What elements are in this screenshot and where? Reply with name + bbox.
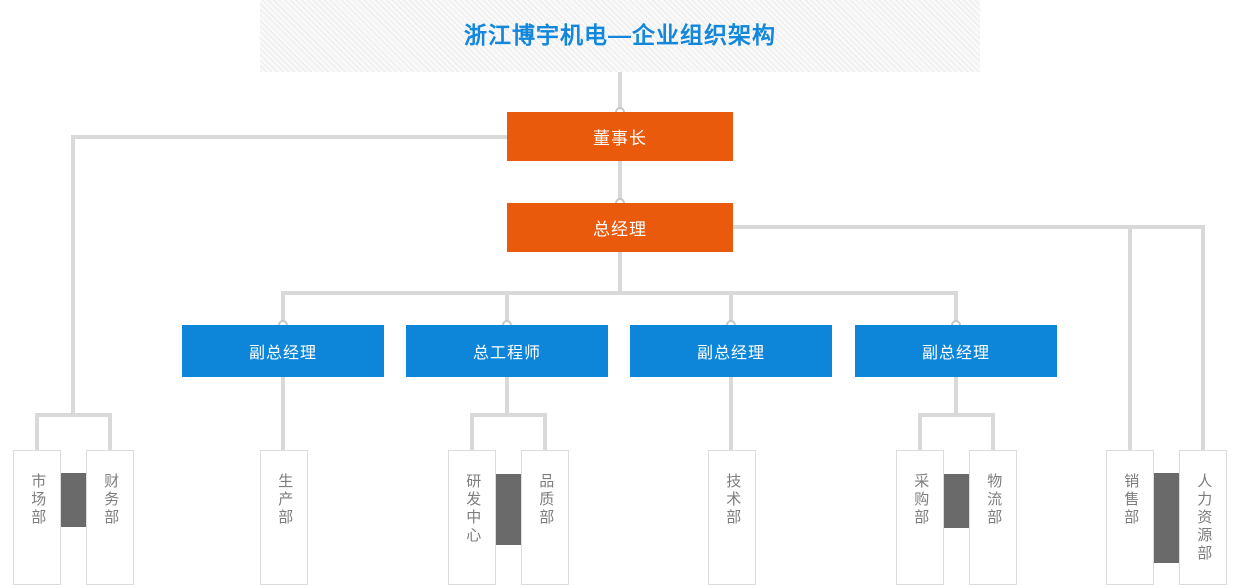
connector-deputy2-technology (729, 377, 733, 450)
node-logistics-dept: 物流部 (969, 450, 1017, 585)
node-deputy-gm-1: 副总经理 (182, 325, 384, 377)
connector-marketing-finance-tee (35, 413, 112, 417)
node-sales-dept: 销售部 (1106, 450, 1154, 585)
connector-deputy1-production (281, 377, 285, 450)
connector-sales-drop (1128, 225, 1132, 450)
node-production-dept: 生产部 (260, 450, 308, 585)
divider-rnd-quality (496, 474, 521, 545)
node-deputy-gm-3: 副总经理 (855, 325, 1057, 377)
node-rnd-center: 研发中心 (448, 450, 496, 585)
divider-marketing-finance (61, 473, 86, 527)
node-quality-dept: 品质部 (521, 450, 569, 585)
connector-rnd-stub (470, 413, 474, 450)
node-finance-dept: 财务部 (86, 450, 134, 585)
connector-quality-stub (543, 413, 547, 450)
node-technology-dept-label: 技术部 (724, 473, 742, 527)
node-quality-dept-label: 品质部 (537, 473, 555, 527)
connector-bus-chief-engineer (505, 293, 509, 325)
divider-sales-hr (1154, 473, 1179, 563)
connector-bus-deputy2 (729, 293, 733, 325)
connector-chairman-gm (618, 161, 622, 203)
connector-bus-horizontal (281, 291, 958, 295)
node-chairman: 董事长 (507, 112, 733, 161)
node-chief-engineer: 总工程师 (406, 325, 608, 377)
node-sales-dept-label: 销售部 (1122, 473, 1140, 527)
connector-purchasing-stub (918, 413, 922, 450)
connector-chairman-left-horizontal (71, 135, 507, 139)
connector-chief-engineer-drop (505, 377, 509, 417)
node-logistics-dept-label: 物流部 (985, 473, 1003, 527)
node-general-manager: 总经理 (507, 203, 733, 252)
node-finance-dept-label: 财务部 (102, 473, 120, 527)
node-deputy-gm-3-label: 副总经理 (921, 345, 990, 362)
node-deputy-gm-1-label: 副总经理 (248, 345, 317, 362)
connector-title-chairman (618, 72, 622, 112)
connector-purchasing-logistics-tee (918, 413, 995, 417)
node-purchasing-dept: 采购部 (896, 450, 944, 585)
node-rnd-center-label: 研发中心 (464, 473, 482, 545)
connector-hr-drop (1201, 225, 1205, 450)
node-deputy-gm-2-label: 副总经理 (696, 345, 765, 362)
node-marketing-dept-label: 市场部 (29, 473, 47, 527)
connector-finance-stub (108, 413, 112, 450)
node-hr-dept: 人力资源部 (1179, 450, 1227, 585)
chart-title: 浙江博宇机电—企业组织架构 (464, 22, 776, 48)
chart-title-band: 浙江博宇机电—企业组织架构 (260, 0, 980, 72)
node-general-manager-label: 总经理 (593, 220, 647, 239)
connector-bus-deputy3 (954, 293, 958, 325)
connector-deputy3-drop (954, 377, 958, 417)
node-chief-engineer-label: 总工程师 (472, 345, 541, 362)
node-marketing-dept: 市场部 (13, 450, 61, 585)
connector-marketing-stub (35, 413, 39, 450)
connector-rnd-quality-tee (470, 413, 547, 417)
node-purchasing-dept-label: 采购部 (912, 473, 930, 527)
connector-logistics-stub (991, 413, 995, 450)
node-production-dept-label: 生产部 (276, 473, 294, 527)
connector-chairman-left-drop (71, 135, 75, 417)
node-technology-dept: 技术部 (708, 450, 756, 585)
connector-gm-bus (618, 252, 622, 291)
connector-gm-right-horizontal (733, 225, 1205, 229)
divider-purchasing-logistics (944, 474, 969, 528)
node-deputy-gm-2: 副总经理 (630, 325, 832, 377)
connector-bus-deputy1 (281, 293, 285, 325)
node-chairman-label: 董事长 (593, 129, 647, 148)
node-hr-dept-label: 人力资源部 (1195, 473, 1213, 563)
